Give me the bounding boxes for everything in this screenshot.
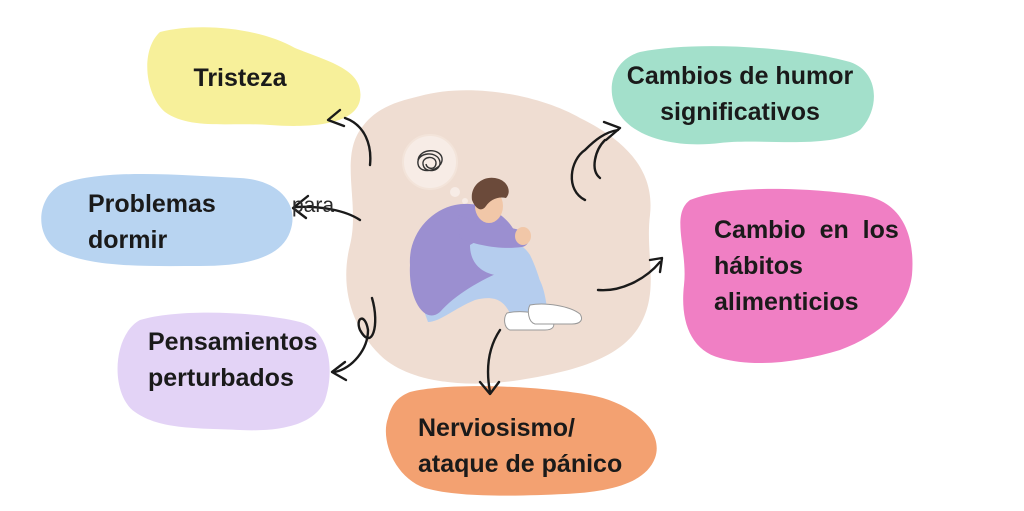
label-line: Tristeza: [193, 64, 287, 92]
label-line: Cambio en los: [714, 216, 899, 244]
nervios-blob: [385, 386, 657, 496]
sad-person-illustration: [409, 177, 583, 331]
label-line: Pensamientos: [148, 328, 318, 356]
label-line: hábitos: [714, 252, 803, 280]
thought-bubble: [402, 134, 468, 204]
label-dormir: Problemas dormir: [88, 186, 268, 258]
label-tristeza: Tristeza: [150, 60, 330, 96]
label-pensamientos: Pensamientos perturbados: [148, 324, 328, 396]
label-humor: Cambios de humor significativos: [605, 58, 875, 130]
arrow-head: [602, 120, 622, 142]
label-line: alimenticios: [714, 288, 859, 316]
arrow-to-tristeza: [343, 116, 372, 167]
arrow-head: [648, 256, 664, 274]
label-nervios: Nerviosismo/ ataque de pánico: [418, 410, 658, 482]
arrow-head: [291, 194, 310, 220]
label-line: Problemas: [88, 190, 216, 218]
arrow-head: [326, 108, 346, 128]
dormir-blob: [41, 174, 293, 267]
label-line: dormir: [88, 226, 168, 254]
scribble-icon: [417, 150, 443, 172]
arrow-to-dormir: [294, 205, 362, 222]
label-line: perturbados: [148, 364, 294, 392]
humor-blob: [611, 46, 874, 145]
arrow-head: [330, 360, 348, 382]
tristeza-blob: [147, 27, 361, 126]
arrow-to-alimentos: [596, 260, 662, 292]
label-line: significativos: [660, 98, 820, 126]
label-alimentos: Cambio en los hábitos alimenticios: [714, 212, 914, 320]
alimentos-blob: [680, 188, 913, 364]
arrow-to-humor: [570, 128, 620, 202]
label-line: Cambios de humor: [626, 62, 854, 90]
arrow-head: [478, 380, 501, 396]
label-line: Nerviosismo/: [418, 414, 576, 442]
stray-text: para: [292, 194, 335, 217]
pensamientos-blob: [117, 312, 330, 431]
label-line: ataque de pánico: [418, 450, 623, 478]
arrow-to-nervios: [486, 328, 502, 394]
arrow-to-pensamientos: [333, 296, 377, 374]
